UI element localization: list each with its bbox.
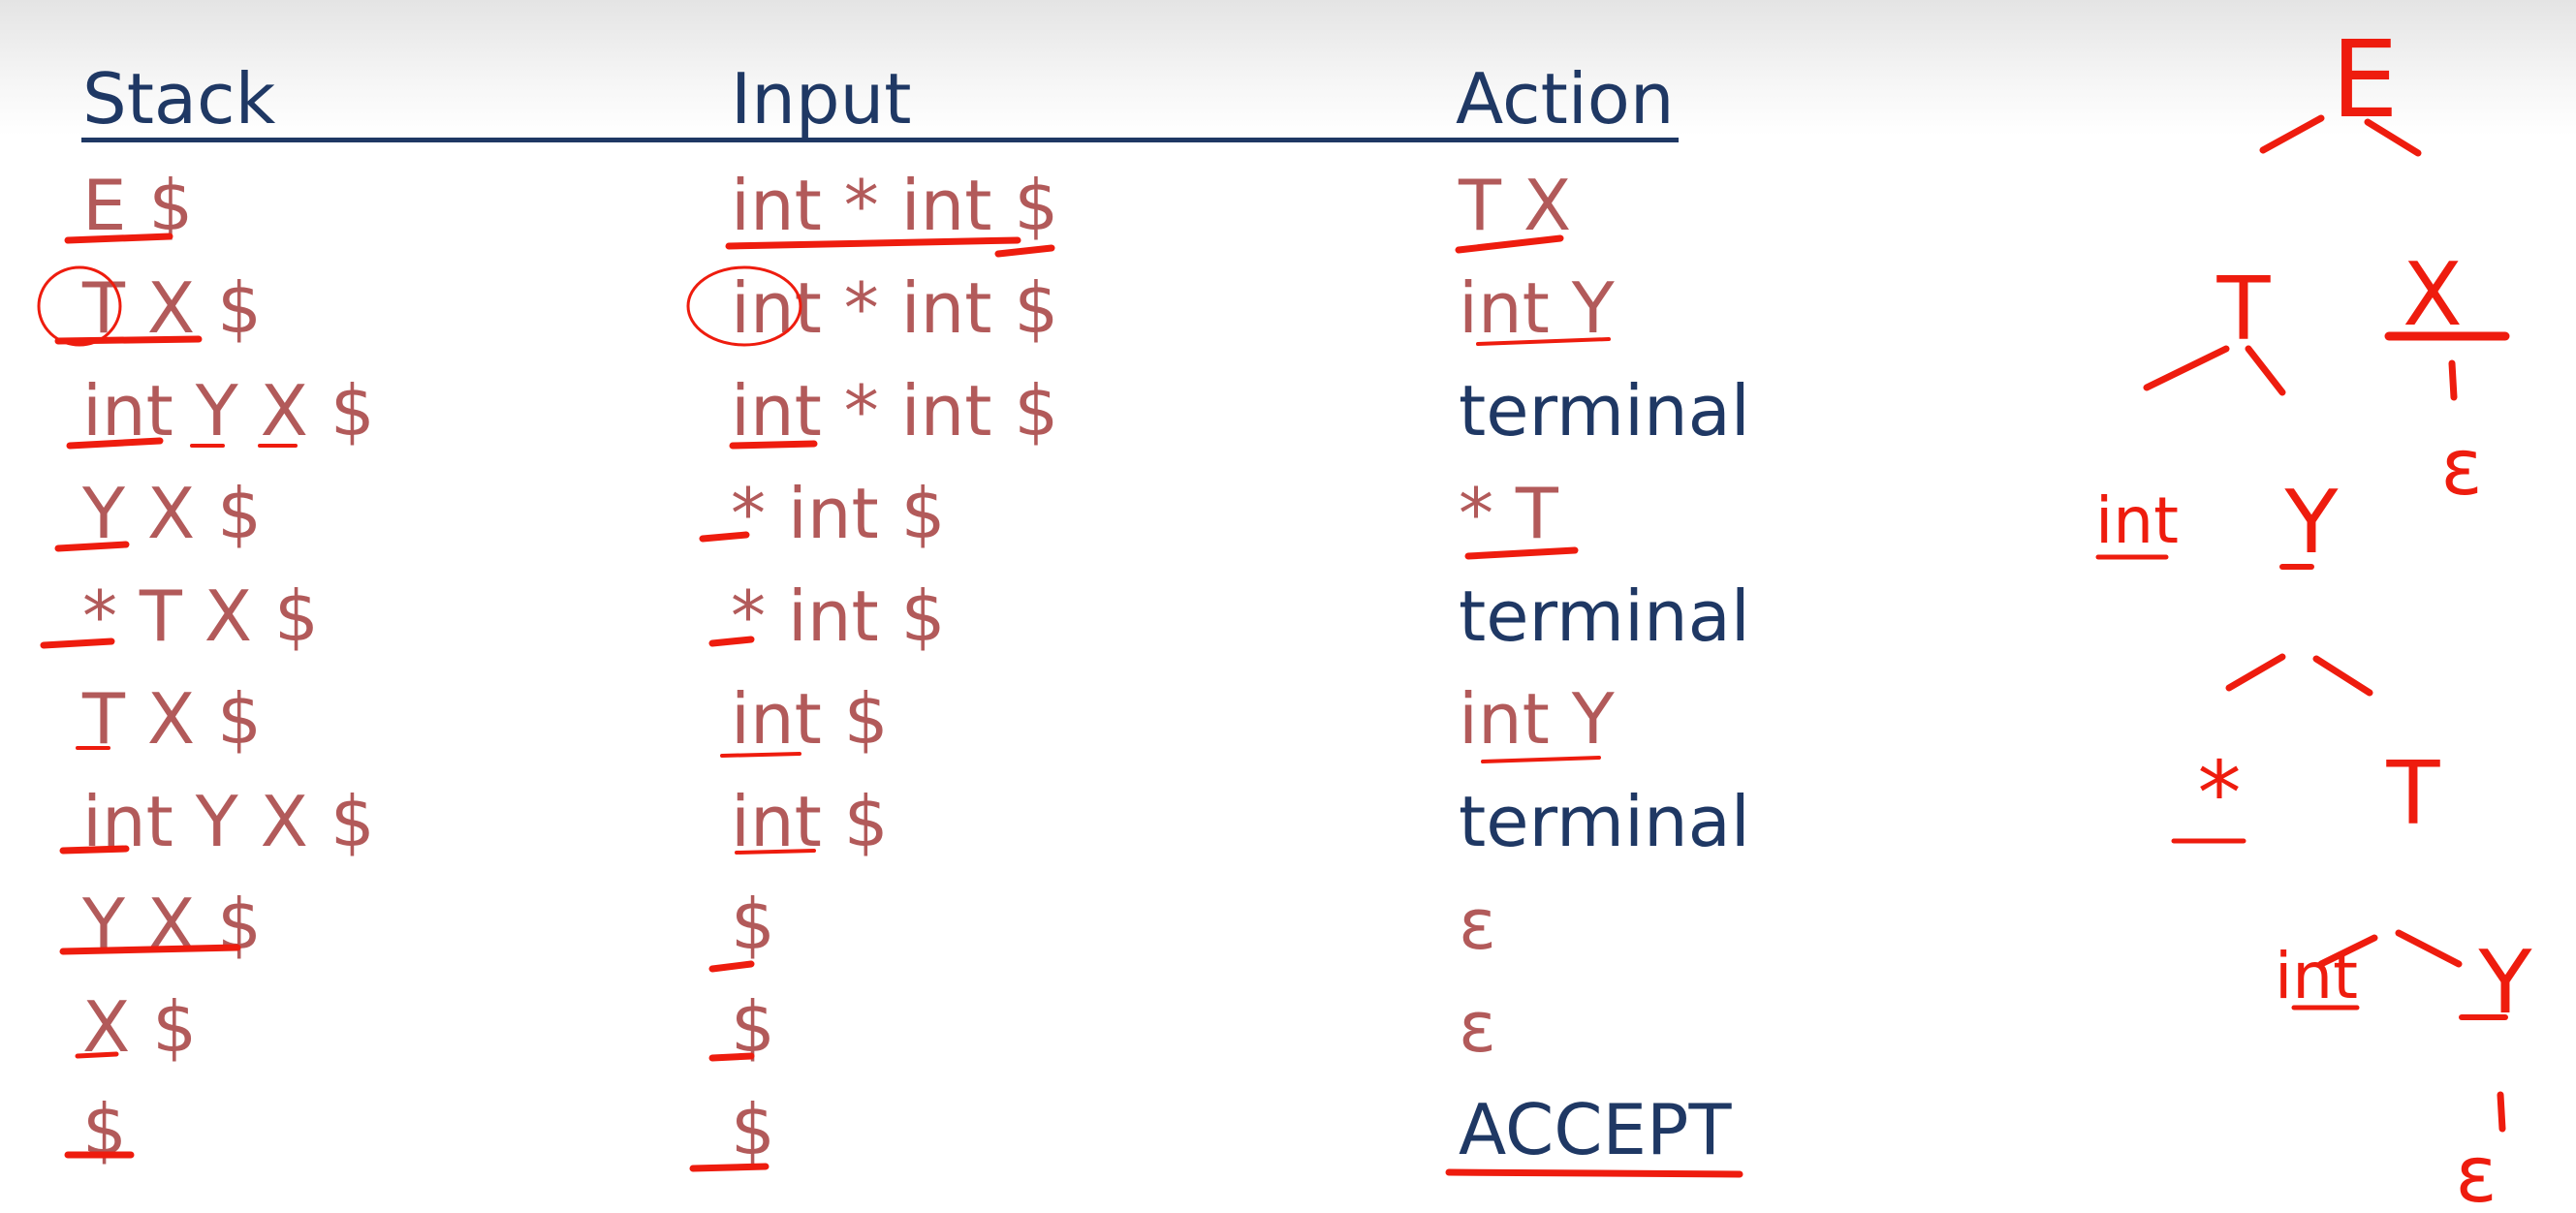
row-7-action: terminal <box>1459 781 1750 862</box>
header-rule <box>81 138 1679 142</box>
row-2-input: int * int $ <box>731 267 1059 349</box>
row-6-stack: T X $ <box>82 678 262 760</box>
row-5-action: terminal <box>1459 575 1750 657</box>
row-6-action: int Y <box>1459 678 1615 760</box>
row-2-stack: T X $ <box>82 267 262 349</box>
table-underlines <box>37 233 1744 1178</box>
row-1-input: int * int $ <box>731 165 1059 246</box>
row-1-action: T X <box>1459 165 1572 246</box>
row-3-action: terminal <box>1459 370 1750 451</box>
row-3-stack: int Y X $ <box>82 370 375 451</box>
tree-node-epsilon-1: ε <box>2440 422 2482 513</box>
tree-node-star: * <box>2198 743 2242 845</box>
header-stack: Stack <box>82 58 276 140</box>
row-3-input: int * int $ <box>731 370 1059 451</box>
row-4-input: * int $ <box>731 473 946 554</box>
row-9-stack: X $ <box>82 986 198 1068</box>
row-10-input: $ <box>731 1089 775 1170</box>
row-8-input: $ <box>731 884 775 965</box>
row-4-action: * T <box>1459 473 1558 554</box>
tree-node-int-1: int <box>2095 483 2179 558</box>
row-9-input: $ <box>731 986 775 1068</box>
row-8-action: ε <box>1459 884 1496 965</box>
tree-node-T: T <box>2216 259 2272 360</box>
row-10-action: ACCEPT <box>1459 1089 1732 1170</box>
row-2-action: int Y <box>1459 267 1615 349</box>
row-9-action: ε <box>1459 986 1496 1068</box>
tree-node-Y-1: Y <box>2284 472 2340 574</box>
row-4-stack: Y X $ <box>82 473 262 554</box>
row-5-input: * int $ <box>731 575 946 657</box>
tree-node-epsilon-2: ε <box>2455 1130 2497 1213</box>
header-input: Input <box>731 58 912 140</box>
header-action: Action <box>1456 58 1675 140</box>
parse-tree: E T X ε int Y * T int Y ε <box>2095 17 2533 1213</box>
tree-node-T-2: T <box>2386 743 2441 845</box>
tree-node-X: X <box>2403 244 2463 346</box>
tree-node-int-2: int <box>2275 939 2358 1013</box>
row-6-input: int $ <box>731 678 889 760</box>
row-1-stack: E $ <box>82 165 194 246</box>
row-7-input: int $ <box>731 781 889 862</box>
